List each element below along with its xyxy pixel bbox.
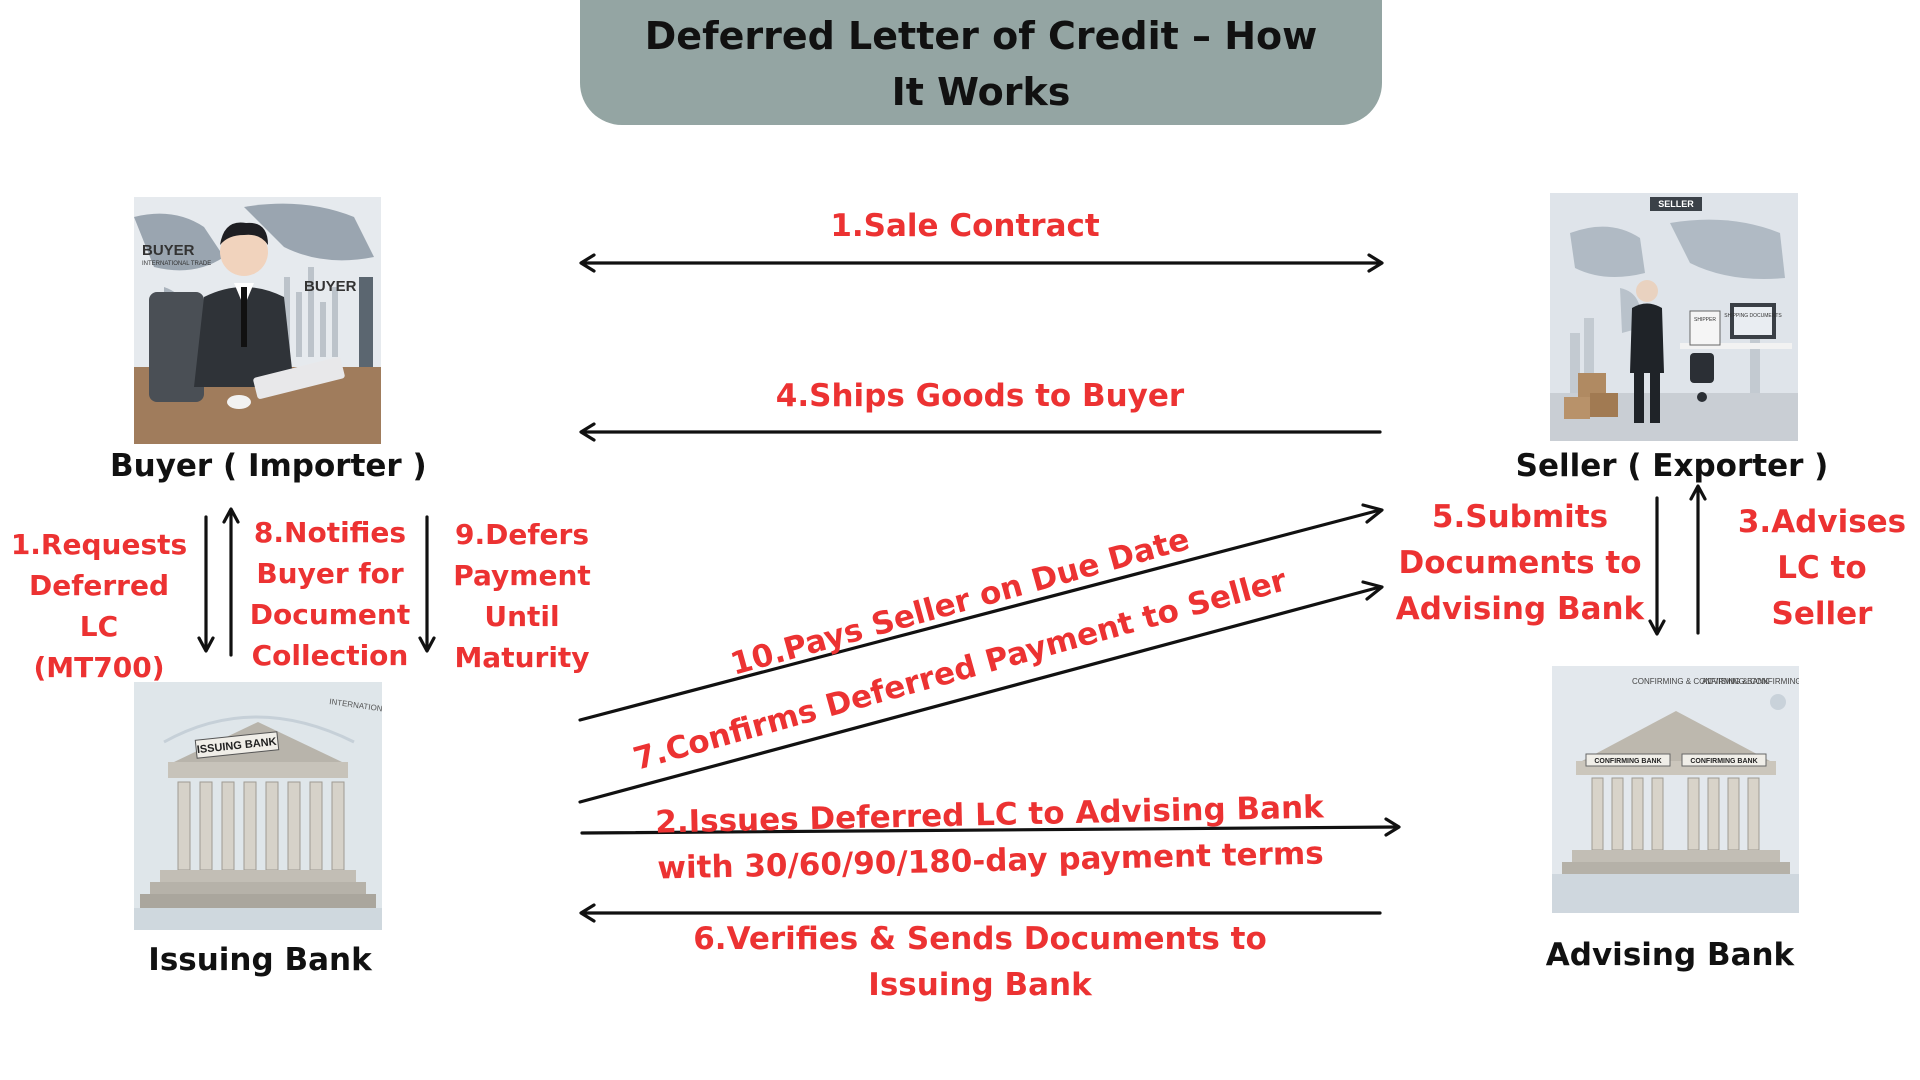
- title-banner: Deferred Letter of Credit – How It Works: [580, 0, 1382, 125]
- seller-sign-text: SELLER: [1658, 199, 1694, 209]
- step-9-defers-payment: 9.Defers Payment Until Maturity: [453, 518, 591, 674]
- advising-bank-label: Advising Bank: [1545, 937, 1795, 973]
- step-8-notifies-buyer: 8.Notifies Buyer for Document Collection: [249, 516, 411, 672]
- seller-label: Seller ( Exporter ): [1515, 448, 1829, 484]
- page-title: Deferred Letter of Credit – How It Works: [644, 13, 1318, 114]
- arrow-pays-seller: [578, 503, 1384, 722]
- arrow-submits-documents: [1648, 496, 1666, 636]
- step-1-requests-lc: 1.Requests Deferred LC (MT700): [10, 528, 188, 684]
- buyer-screen-text: BUYER: [304, 278, 357, 295]
- arrow-verifies-documents: [579, 903, 1382, 923]
- step-2-issues-lc: 2.Issues Deferred LC to Advising Bank wi…: [654, 789, 1325, 887]
- advising-sign-text-1: CONFIRMING BANK: [1594, 758, 1661, 765]
- step-5-submits-documents: 5.Submits Documents to Advising Bank: [1395, 499, 1645, 627]
- issuing-bank-label: Issuing Bank: [148, 942, 372, 978]
- buyer-label: Buyer ( Importer ): [110, 448, 427, 484]
- seller-doc-text: SHIPPER: [1694, 317, 1716, 323]
- arrow-notifies-buyer: [222, 507, 240, 657]
- advising-bg-text-1: CONFIRMING & CONFIRMING BANK: [1632, 677, 1770, 686]
- arrow-advises-lc: [1689, 484, 1707, 635]
- advising-sign-text-2: CONFIRMING BANK: [1690, 758, 1757, 765]
- arrow-defers-payment: [418, 515, 436, 653]
- buyer-illustration: BUYER INTERNATIONAL TRADE BUYER: [134, 197, 381, 444]
- issuing-bank-illustration: INTERNATIONAL TRA TRADE FINANCE ISSUING …: [134, 682, 382, 930]
- step-4-ships-goods: 4.Ships Goods to Buyer: [775, 378, 1185, 414]
- arrow-issues-lc: [580, 817, 1401, 837]
- arrow-ships-goods: [579, 422, 1382, 442]
- step-6-verifies-documents: 6.Verifies & Sends Documents to Issuing …: [693, 921, 1267, 1003]
- advising-bank-illustration: CONFIRMING & CONFIRMING BANK ADVISING & …: [1552, 666, 1799, 913]
- arrow-requests-lc: [197, 515, 215, 653]
- buyer-sign-subtext: INTERNATIONAL TRADE: [142, 261, 211, 267]
- advising-bg-text-2: ADVISING & CONFIRMING BANK: [1702, 677, 1799, 686]
- arrow-sale-contract: [579, 253, 1384, 273]
- buyer-sign-text: BUYER: [142, 242, 195, 259]
- seller-illustration: SELLER SHIPPING DOCUMENTS SHIPPER: [1550, 193, 1798, 441]
- step-3-advises-lc: 3.Advises LC to Seller: [1737, 504, 1907, 632]
- arrow-confirms-payment: [578, 580, 1384, 804]
- step-1-sale-contract: 1.Sale Contract: [830, 208, 1100, 244]
- seller-screen-text: SHIPPING DOCUMENTS: [1724, 313, 1782, 319]
